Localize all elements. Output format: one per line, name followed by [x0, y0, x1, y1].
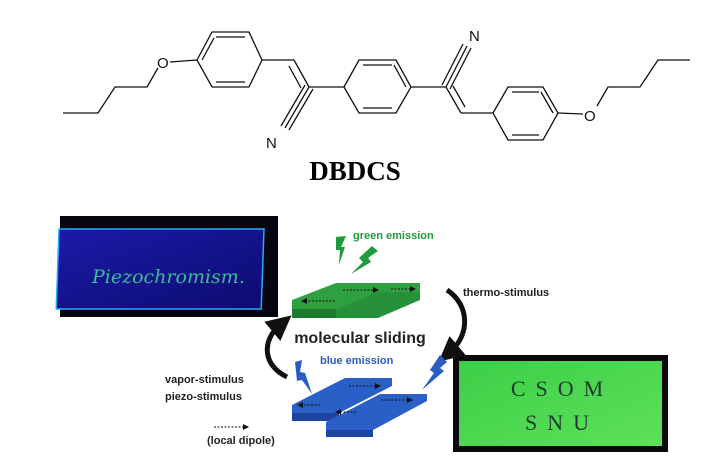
benzene-ring-center — [343, 59, 412, 114]
vapor-piezo-arrow — [264, 315, 292, 380]
molecule-name: DBDCS — [309, 156, 401, 186]
vapor-stimulus-label: vapor-stimulus — [165, 374, 244, 386]
green-emission-label: green emission — [353, 230, 434, 242]
blue-emission-label: blue emission — [320, 355, 394, 367]
benzene-ring-left — [196, 31, 263, 88]
butyl-chain-right — [596, 59, 690, 107]
blue-emission-photo: Piezochromism. — [55, 216, 278, 317]
ether-bond-left — [169, 59, 198, 63]
molecular-sliding-label: molecular sliding — [294, 330, 426, 347]
double-bond-left — [293, 59, 310, 88]
nitrile-top: N — [441, 28, 480, 90]
blue-emission-bolts — [295, 355, 447, 394]
green-emission-bolts — [336, 236, 378, 274]
oxygen-right: O — [584, 108, 596, 125]
csom-text: CSOM — [511, 376, 613, 401]
nitrogen-top: N — [469, 28, 480, 45]
piezochromism-writing: Piezochromism. — [91, 266, 245, 288]
piezo-stimulus-label: piezo-stimulus — [165, 391, 242, 403]
double-bond-right — [445, 86, 462, 114]
benzene-ring-right — [492, 86, 559, 141]
snu-text: SNU — [525, 410, 599, 435]
butyl-chain-left — [63, 67, 159, 114]
thermo-arrow — [438, 287, 468, 362]
nitrogen-bottom: N — [266, 135, 277, 152]
green-molecular-stack — [292, 283, 420, 318]
local-dipole-label: (local dipole) — [207, 435, 275, 447]
green-emission-photo: CSOM SNU — [453, 355, 668, 452]
nitrile-bottom: N — [266, 84, 314, 152]
ether-bond-right — [557, 112, 584, 115]
blue-molecular-stack — [292, 378, 427, 437]
thermo-stimulus-label: thermo-stimulus — [463, 287, 549, 299]
oxygen-left: O — [157, 55, 169, 72]
molecule-structure: O N N — [63, 28, 690, 186]
